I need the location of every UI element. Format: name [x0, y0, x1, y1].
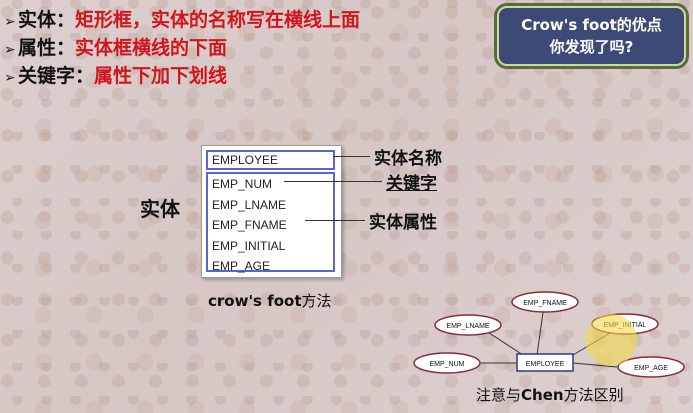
- entity-attribute: EMP_FNAME: [212, 218, 287, 232]
- bullet-desc: 属性下加下划线: [94, 65, 228, 87]
- chen-diagram: EMPLOYEE EMP_FNAME EMP_LNAME EMP_INITIAL…: [405, 288, 693, 388]
- chen-attribute: [511, 291, 579, 313]
- arrow-bullet-icon: ➢: [4, 70, 16, 86]
- chen-attribute: [413, 352, 481, 374]
- chen-attribute: [617, 356, 685, 378]
- bullet-entity: ➢实体：矩形框，实体的名称写在横线上面: [4, 6, 360, 34]
- chen-attribute-label: EMP_NUM: [429, 361, 464, 368]
- caption-pre: 注意与: [476, 386, 522, 404]
- chen-entity-rect: [516, 353, 574, 372]
- callout-line-1: Crow's foot的优点: [521, 16, 662, 34]
- bullet-key: ➢关键字：属性下加下划线: [4, 62, 360, 90]
- bullet-desc: 实体框横线的下面: [75, 37, 228, 59]
- crows-foot-entity-box: EMPLOYEE EMP_NUM EMP_LNAME EMP_FNAME EMP…: [201, 145, 342, 278]
- bullet-term: 属性：: [18, 37, 76, 59]
- crows-foot-caption: crow's foot方法: [208, 290, 332, 311]
- bullet-attribute: ➢属性：实体框横线的下面: [4, 34, 360, 62]
- caption-bold: crow's foot: [208, 292, 302, 310]
- connector-line-attrs: [305, 220, 365, 221]
- annotation-entity-name: 实体名称: [374, 149, 442, 169]
- entity-side-label: 实体: [140, 197, 180, 221]
- entity-attribute: EMP_INITIAL: [212, 238, 286, 253]
- chen-attribute-label: EMP_FNAME: [523, 300, 567, 307]
- chen-attribute-label: EMP_AGE: [634, 365, 668, 372]
- bullet-desc: 矩形框，实体的名称写在横线上面: [75, 9, 361, 31]
- chen-entity-label: EMPLOYEE: [526, 361, 565, 368]
- connector-line-name: [333, 156, 370, 157]
- entity-attributes: EMP_NUM EMP_LNAME EMP_FNAME EMP_INITIAL …: [206, 172, 335, 273]
- callout-line-2: 你发现了吗?: [549, 38, 634, 56]
- caption-bold: Chen: [521, 386, 564, 404]
- arrow-bullet-icon: ➢: [4, 42, 16, 58]
- caption-rest: 方法: [301, 292, 332, 310]
- connector-line-key: [284, 181, 382, 182]
- chen-caption: 注意与Chen方法区别: [476, 384, 624, 405]
- question-callout: Crow's foot的优点 你发现了吗?: [497, 6, 686, 66]
- bullet-term: 关键字：: [18, 65, 95, 87]
- chen-attribute-label: EMP_LNAME: [446, 323, 490, 330]
- annotation-key: 关键字: [386, 174, 437, 194]
- cursor-highlight: [585, 314, 637, 366]
- entity-attribute: EMP_AGE: [212, 259, 271, 273]
- arrow-bullet-icon: ➢: [4, 14, 16, 30]
- caption-post: 方法区别: [563, 386, 624, 404]
- entity-name: EMPLOYEE: [206, 150, 335, 170]
- entity-attribute: EMP_NUM: [212, 177, 273, 191]
- bullet-term: 实体：: [18, 9, 76, 31]
- chen-attribute: [434, 314, 502, 336]
- annotation-attributes: 实体属性: [369, 213, 437, 233]
- entity-attribute: EMP_LNAME: [212, 197, 287, 212]
- bullet-list: ➢实体：矩形框，实体的名称写在横线上面 ➢属性：实体框横线的下面 ➢关键字：属性…: [4, 6, 360, 90]
